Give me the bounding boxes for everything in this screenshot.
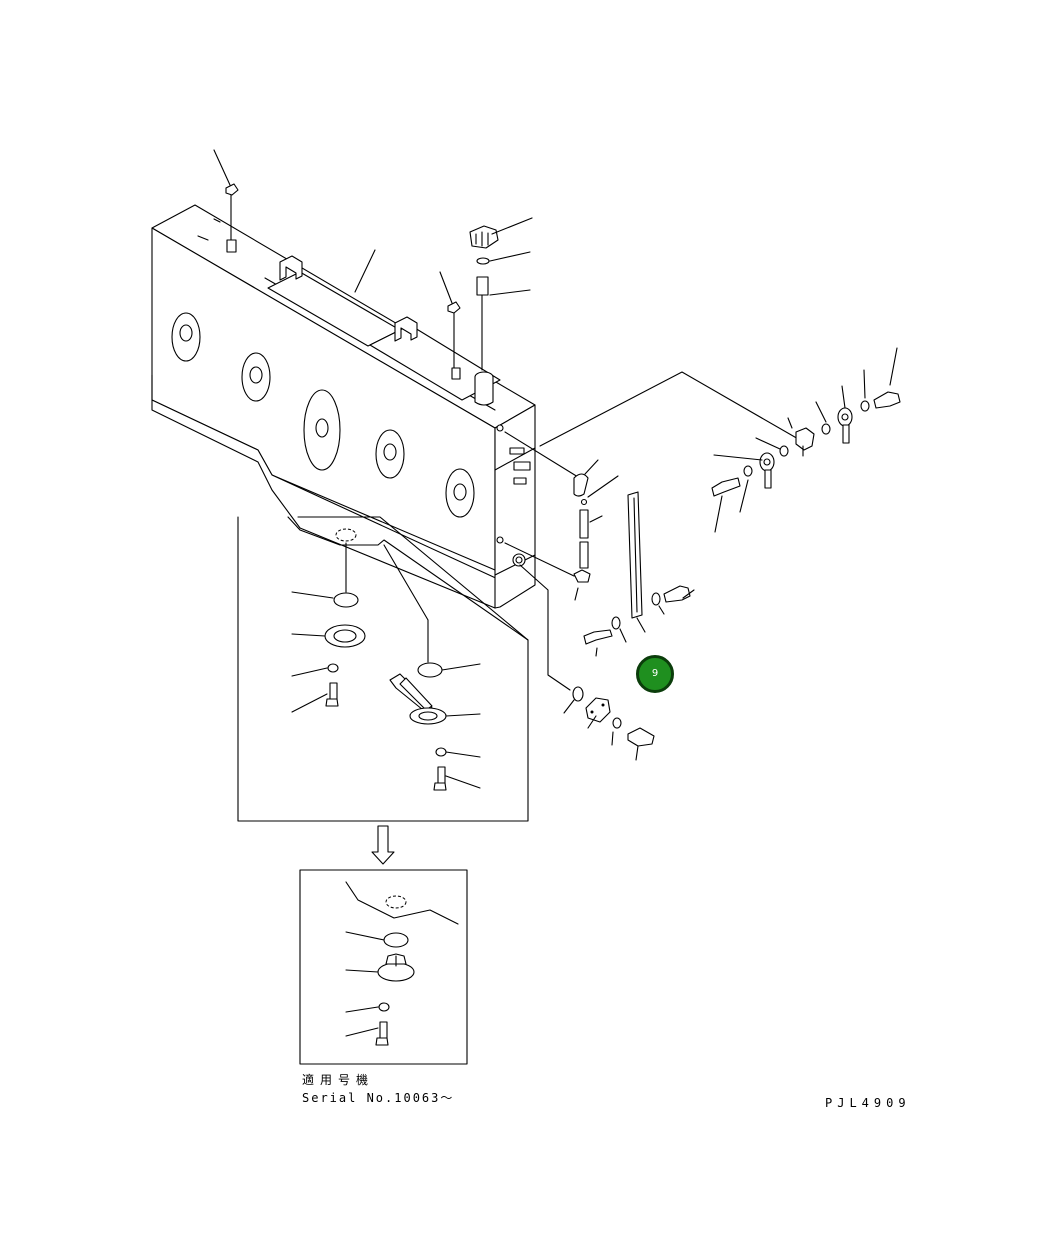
tank-body [151,204,536,609]
top-bolts [213,149,461,369]
detail-view-2 [299,869,468,1065]
drain-cover-assembly [519,564,655,761]
down-arrow-icon [371,825,395,865]
inspection-covers [171,312,475,518]
serial-number-note: Serial No.10063～ [302,1091,455,1105]
filler-cap-assembly [469,217,533,371]
detail-view-1 [237,516,529,822]
hose-assembly [539,347,901,533]
drawing-code: PJL4909 [825,1096,911,1110]
serial-note-japanese: 適用号機 [302,1073,375,1087]
level-gauge-assembly [504,431,695,657]
circle-badge-icon[interactable]: 9 [636,655,674,693]
marker-label: 9 [651,668,659,679]
